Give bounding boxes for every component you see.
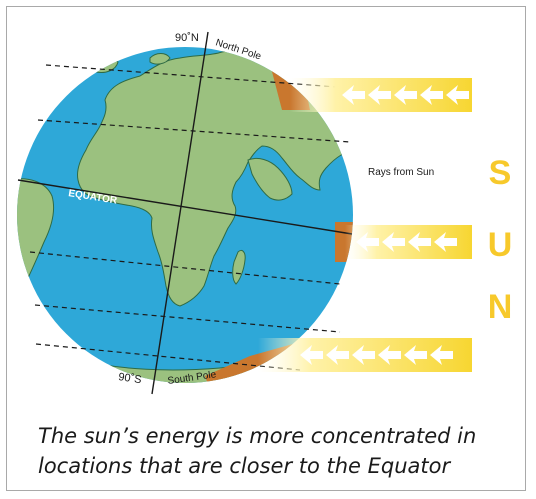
caption-line-2: locations that are closer to the Equator [38, 454, 451, 478]
south-latitude-label: 90˚S [118, 371, 143, 386]
earth-axis-line [151, 31, 209, 395]
arabia-landmass [247, 157, 293, 201]
sun-letter-u: U [488, 226, 513, 264]
arctic-island-landmass [149, 53, 171, 65]
equator-line [17, 179, 353, 235]
north-ray-arrows [342, 85, 469, 105]
madagascar-landmass [232, 249, 246, 285]
sun-letter-n: N [488, 288, 513, 326]
north-latitude-label: 90˚N [175, 32, 199, 44]
equator-ray-arrows [356, 232, 457, 252]
rays-from-sun-label: Rays from Sun [368, 167, 434, 178]
sun-ray-north [290, 78, 472, 112]
caption-line-1: The sun’s energy is more concentrated in [38, 424, 477, 448]
south-ray-arrows [300, 345, 453, 365]
caption: The sun’s energy is more concentrated in… [38, 421, 518, 481]
sun-letter-s: S [489, 154, 512, 192]
sun-ray-south [258, 338, 472, 372]
sun-ray-equator [345, 225, 472, 259]
